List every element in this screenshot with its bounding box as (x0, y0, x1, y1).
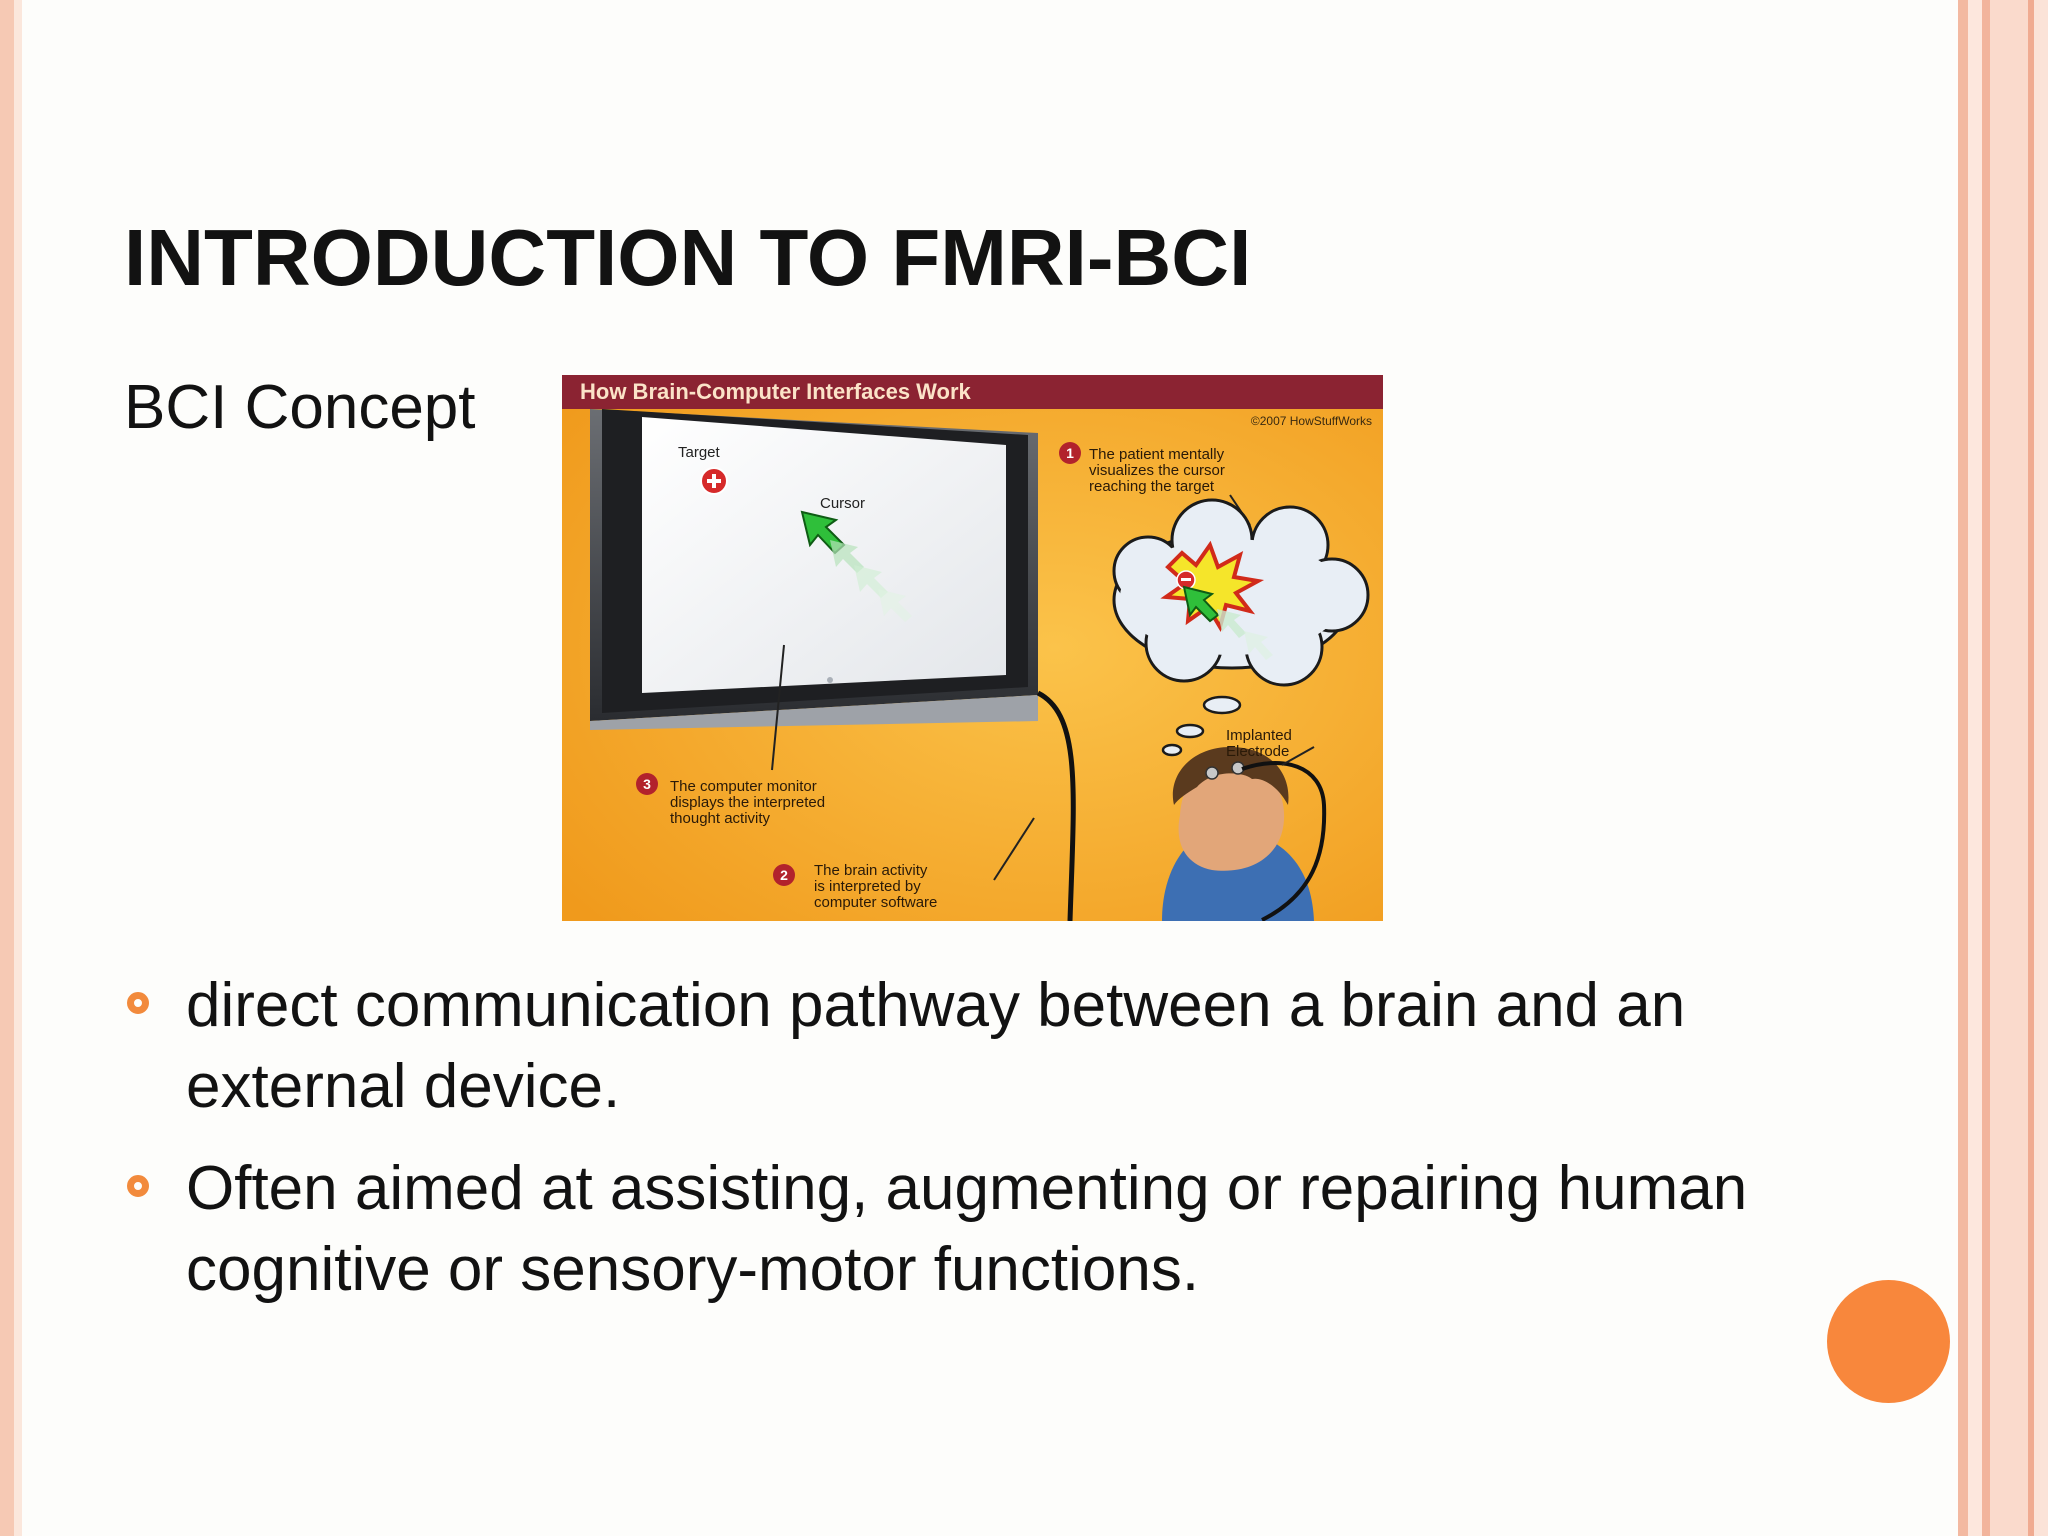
electrode-label: Implanted Electrode (1226, 727, 1296, 760)
monitor-screen (642, 417, 1006, 693)
bullet-item: direct communication pathway between a b… (124, 965, 1784, 1127)
target-label: Target (678, 444, 721, 461)
svg-text:2: 2 (780, 867, 788, 883)
left-border-bar (0, 0, 14, 1536)
step2-text: The brain activity is interpreted by com… (814, 862, 937, 911)
orange-circle-decoration (1827, 1280, 1950, 1403)
step3-text: The computer monitor displays the interp… (670, 778, 829, 827)
svg-text:3: 3 (643, 776, 651, 792)
figure-credit: ©2007 HowStuffWorks (1251, 414, 1372, 428)
step2-badge (773, 864, 795, 886)
slide-subtitle: BCI Concept (124, 373, 476, 442)
explosion-icon (1160, 540, 1265, 633)
step1-text: The patient mentally visualizes the curs… (1089, 446, 1229, 495)
person-head (1178, 760, 1285, 871)
svg-text:1: 1 (1066, 445, 1074, 461)
step3-badge (636, 773, 658, 795)
bullet-text: direct communication pathway between a b… (186, 971, 1686, 1121)
slide-title: INTRODUCTION TO FMRI-BCI (124, 213, 1252, 302)
figure-banner (562, 375, 1383, 409)
bullet-ring-icon (127, 1175, 149, 1197)
bullet-item: Often aimed at assisting, augmenting or … (124, 1148, 1784, 1310)
figure-title: How Brain-Computer Interfaces Work (580, 379, 972, 404)
bullet-list: direct communication pathway between a b… (124, 965, 1784, 1331)
left-border-bar-inner (14, 0, 22, 1536)
bullet-text: Often aimed at assisting, augmenting or … (186, 1154, 1748, 1304)
step1-badge (1059, 442, 1081, 464)
bci-illustration: How Brain-Computer Interfaces Work ©2007… (562, 375, 1383, 921)
bullet-ring-icon (127, 992, 149, 1014)
cursor-label: Cursor (820, 495, 865, 512)
right-border-band (1958, 0, 2048, 1536)
